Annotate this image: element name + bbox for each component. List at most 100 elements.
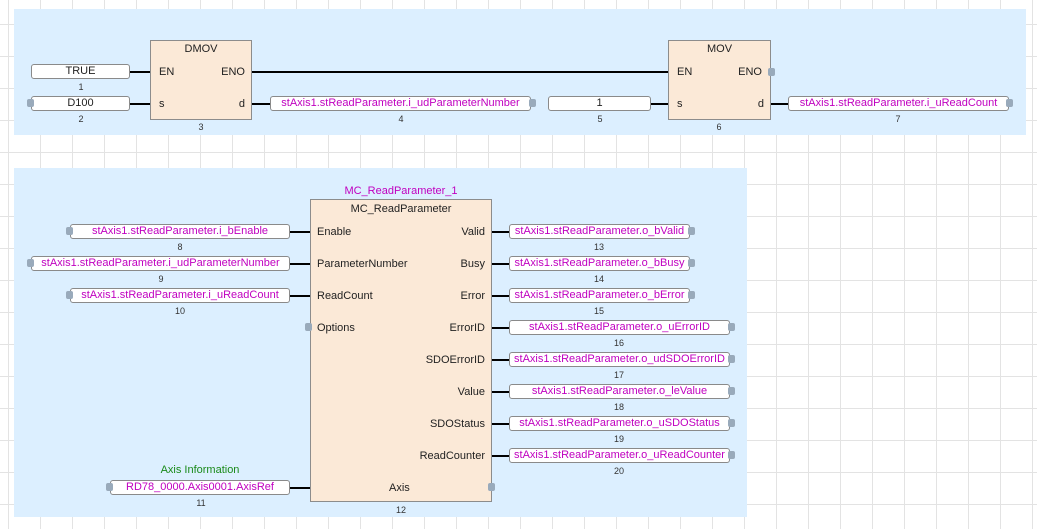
connector-icon xyxy=(529,99,536,107)
dmov-pin-eno: ENO xyxy=(221,66,245,78)
readcount-input[interactable]: stAxis1.stReadParameter.i_uReadCount xyxy=(70,288,290,303)
wire xyxy=(290,231,310,233)
connector-icon xyxy=(728,419,735,427)
pin-enable: Enable xyxy=(317,226,352,238)
operand-number: 1 xyxy=(78,82,84,92)
errorid-output[interactable]: stAxis1.stReadParameter.o_uErrorID xyxy=(509,320,730,335)
mov-pin-eno: ENO xyxy=(738,66,762,78)
wire xyxy=(290,295,310,297)
busy-output[interactable]: stAxis1.stReadParameter.o_bBusy xyxy=(509,256,690,271)
mov-s-input[interactable]: 1 xyxy=(548,96,651,111)
operand-number: 19 xyxy=(613,434,624,444)
sdostatus-output[interactable]: stAxis1.stReadParameter.o_uSDOStatus xyxy=(509,416,730,431)
connector-icon xyxy=(27,259,34,267)
wire xyxy=(770,103,788,105)
axis-comment: Axis Information xyxy=(160,464,240,476)
operand-number: 17 xyxy=(613,370,624,380)
operand-number: 10 xyxy=(174,306,185,316)
pin-sdoerrorid: SDOErrorID xyxy=(425,354,485,366)
operand-number: 2 xyxy=(78,114,84,124)
wire xyxy=(651,103,668,105)
pin-axis: Axis xyxy=(389,482,410,494)
wire xyxy=(130,103,150,105)
mov-title: MOV xyxy=(706,43,733,55)
operand-number: 15 xyxy=(593,306,604,316)
pin-value: Value xyxy=(457,386,485,398)
operand-number: 9 xyxy=(158,274,164,284)
wire xyxy=(290,487,310,489)
wire xyxy=(251,71,668,73)
wire xyxy=(492,295,509,297)
connector-icon xyxy=(1006,99,1013,107)
parameternumber-input[interactable]: stAxis1.stReadParameter.i_udParameterNum… xyxy=(31,256,290,271)
error-output[interactable]: stAxis1.stReadParameter.o_bError xyxy=(509,288,690,303)
operand-number: 20 xyxy=(613,466,624,476)
wire xyxy=(251,103,270,105)
operand-number: 16 xyxy=(613,338,624,348)
connector-icon xyxy=(305,323,312,331)
wire xyxy=(492,359,509,361)
connector-icon xyxy=(66,227,73,235)
pin-parameternumber: ParameterNumber xyxy=(317,258,408,270)
operand-number: 3 xyxy=(198,122,204,132)
value-output[interactable]: stAxis1.stReadParameter.o_leValue xyxy=(509,384,730,399)
fb-instance-name: MC_ReadParameter_1 xyxy=(344,185,458,197)
connector-icon xyxy=(728,387,735,395)
connector-icon xyxy=(688,259,695,267)
wire xyxy=(290,263,310,265)
pin-readcount: ReadCount xyxy=(317,290,373,302)
connector-icon xyxy=(27,99,34,107)
operand-number: 13 xyxy=(593,242,604,252)
dmov-block[interactable]: DMOV EN ENO s d xyxy=(150,40,252,120)
dmov-d-output[interactable]: stAxis1.stReadParameter.i_udParameterNum… xyxy=(270,96,531,111)
wire xyxy=(130,71,150,73)
readcounter-output[interactable]: stAxis1.stReadParameter.o_uReadCounter xyxy=(509,448,730,463)
dmov-en-input[interactable]: TRUE xyxy=(31,64,130,79)
wire xyxy=(492,327,509,329)
connector-icon xyxy=(688,227,695,235)
pin-readcounter: ReadCounter xyxy=(419,450,485,462)
dmov-title: DMOV xyxy=(184,43,218,55)
pin-valid: Valid xyxy=(461,226,485,238)
fb-type-title: MC_ReadParameter xyxy=(350,203,452,215)
pin-error: Error xyxy=(460,290,485,302)
enable-input[interactable]: stAxis1.stReadParameter.i_bEnable xyxy=(70,224,290,239)
mov-d-output[interactable]: stAxis1.stReadParameter.i_uReadCount xyxy=(788,96,1009,111)
connector-icon xyxy=(688,291,695,299)
operand-number: 6 xyxy=(716,122,722,132)
operand-number: 5 xyxy=(597,114,603,124)
mc-readparameter-block[interactable]: MC_ReadParameter Enable ParameterNumber … xyxy=(310,199,492,502)
operand-number: 7 xyxy=(895,114,901,124)
dmov-pin-d: d xyxy=(238,98,245,110)
operand-number: 8 xyxy=(177,242,183,252)
connector-icon xyxy=(66,291,73,299)
mov-pin-en: EN xyxy=(677,66,693,78)
pin-busy: Busy xyxy=(460,258,485,270)
connector-icon xyxy=(728,355,735,363)
mov-pin-s: s xyxy=(677,98,683,110)
wire xyxy=(492,263,509,265)
mov-block[interactable]: MOV EN ENO s d xyxy=(668,40,771,120)
axis-input[interactable]: RD78_0000.Axis0001.AxisRef xyxy=(110,480,290,495)
dmov-s-input[interactable]: D100 xyxy=(31,96,130,111)
pin-options: Options xyxy=(317,322,355,334)
sdoerrorid-output[interactable]: stAxis1.stReadParameter.o_udSDOErrorID xyxy=(509,352,730,367)
connector-icon xyxy=(728,451,735,459)
wire xyxy=(492,455,509,457)
dmov-pin-s: s xyxy=(159,98,165,110)
valid-output[interactable]: stAxis1.stReadParameter.o_bValid xyxy=(509,224,690,239)
wire xyxy=(492,423,509,425)
operand-number: 4 xyxy=(398,114,404,124)
operand-number: 11 xyxy=(196,498,206,508)
mov-pin-d: d xyxy=(757,98,764,110)
dmov-pin-en: EN xyxy=(159,66,175,78)
operand-number: 14 xyxy=(593,274,604,284)
pin-errorid: ErrorID xyxy=(449,322,485,334)
pin-sdostatus: SDOStatus xyxy=(429,418,485,430)
connector-icon xyxy=(768,68,775,76)
operand-number: 18 xyxy=(613,402,624,412)
wire xyxy=(492,231,509,233)
connector-icon xyxy=(106,483,113,491)
connector-icon xyxy=(488,483,495,491)
connector-icon xyxy=(728,323,735,331)
